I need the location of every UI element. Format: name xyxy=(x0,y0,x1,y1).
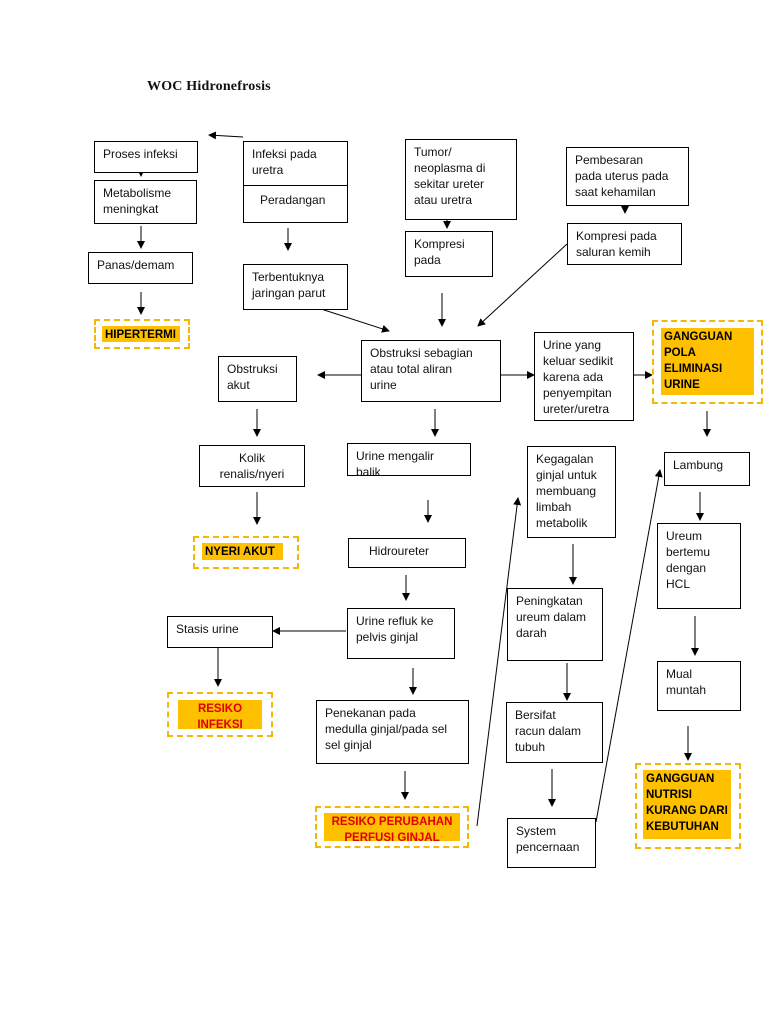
arrow-infeksi-to-proses xyxy=(208,131,244,140)
page-title: WOC Hidronefrosis xyxy=(147,79,271,94)
diagnosis-gangguan-eliminasi: GANGGUAN POLA ELIMINASI URINE xyxy=(652,320,763,404)
node-kegagalan-ginjal: Kegagalan ginjal untuk membuang limbah m… xyxy=(527,446,616,538)
diagnosis-gangguan-nutrisi-label: GANGGUAN NUTRISI KURANG DARI KEBUTUHAN xyxy=(643,770,731,839)
diagnosis-hipertermi: HIPERTERMI xyxy=(94,319,190,349)
node-peradangan: Peradangan xyxy=(243,185,348,223)
node-mual-muntah: Mual muntah xyxy=(657,661,741,711)
node-kompresi-pada: Kompresi pada xyxy=(405,231,493,277)
node-metabolisme-meningkat: Metabolisme meningkat xyxy=(94,180,197,224)
node-kolik-renalis: Kolik renalis/nyeri xyxy=(199,445,305,487)
diagnosis-nyeri-akut-label: NYERI AKUT xyxy=(202,543,283,560)
node-terbentuknya-jaringan-parut: Terbentuknya jaringan parut xyxy=(243,264,348,310)
node-obstruksi-sebagian: Obstruksi sebagian atau total aliran uri… xyxy=(361,340,501,402)
diagnosis-gangguan-nutrisi: GANGGUAN NUTRISI KURANG DARI KEBUTUHAN xyxy=(635,763,741,849)
node-system-pencernaan: System pencernaan xyxy=(507,818,596,868)
node-infeksi-uretra: Infeksi pada uretra xyxy=(243,141,348,187)
node-penekanan-medulla: Penekanan pada medulla ginjal/pada sel s… xyxy=(316,700,469,764)
node-panas-demam: Panas/demam xyxy=(88,252,193,284)
arrow-system-to-lambung xyxy=(595,469,663,823)
diagnosis-hipertermi-label: HIPERTERMI xyxy=(102,326,180,342)
arrow-parut-to-obstruksi xyxy=(317,307,390,333)
node-proses-infeksi: Proses infeksi xyxy=(94,141,198,173)
node-bersifat-racun: Bersifat racun dalam tubuh xyxy=(506,702,603,763)
node-hidroureter: Hidroureter xyxy=(348,538,466,568)
node-obstruksi-akut: Obstruksi akut xyxy=(218,356,297,402)
arrow-kompresi-saluran-to-obstruksi xyxy=(477,243,568,327)
node-kompresi-saluran-kemih: Kompresi pada saluran kemih xyxy=(567,223,682,265)
node-urine-mengalir-balik: Urine mengalir balik xyxy=(347,443,471,479)
diagnosis-resiko-infeksi-label: RESIKO INFEKSI xyxy=(178,700,262,731)
node-urine-refluk: Urine refluk ke pelvis ginjal xyxy=(347,608,455,659)
diagnosis-resiko-perfusi-label: RESIKO PERUBAHAN PERFUSI GINJAL xyxy=(324,813,460,844)
node-peningkatan-ureum: Peningkatan ureum dalam darah xyxy=(507,588,603,661)
diagnosis-gangguan-eliminasi-label: GANGGUAN POLA ELIMINASI URINE xyxy=(661,328,754,395)
node-tumor: Tumor/ neoplasma di sekitar ureter atau … xyxy=(405,139,517,220)
node-lambung: Lambung xyxy=(664,452,750,486)
node-stasis-urine: Stasis urine xyxy=(167,616,273,648)
diagnosis-nyeri-akut: NYERI AKUT xyxy=(193,536,299,569)
diagnosis-resiko-infeksi: RESIKO INFEKSI xyxy=(167,692,273,737)
diagnosis-resiko-perfusi: RESIKO PERUBAHAN PERFUSI GINJAL xyxy=(315,806,469,848)
node-pembesaran-uterus: Pembesaran pada uterus pada saat kehamil… xyxy=(566,147,689,206)
node-ureum-hcl: Ureum bertemu dengan HCL xyxy=(657,523,741,609)
arrow-perfusi-to-kegagalan xyxy=(476,497,522,827)
node-urine-keluar-sedikit: Urine yang keluar sedikit karena ada pen… xyxy=(534,332,634,421)
